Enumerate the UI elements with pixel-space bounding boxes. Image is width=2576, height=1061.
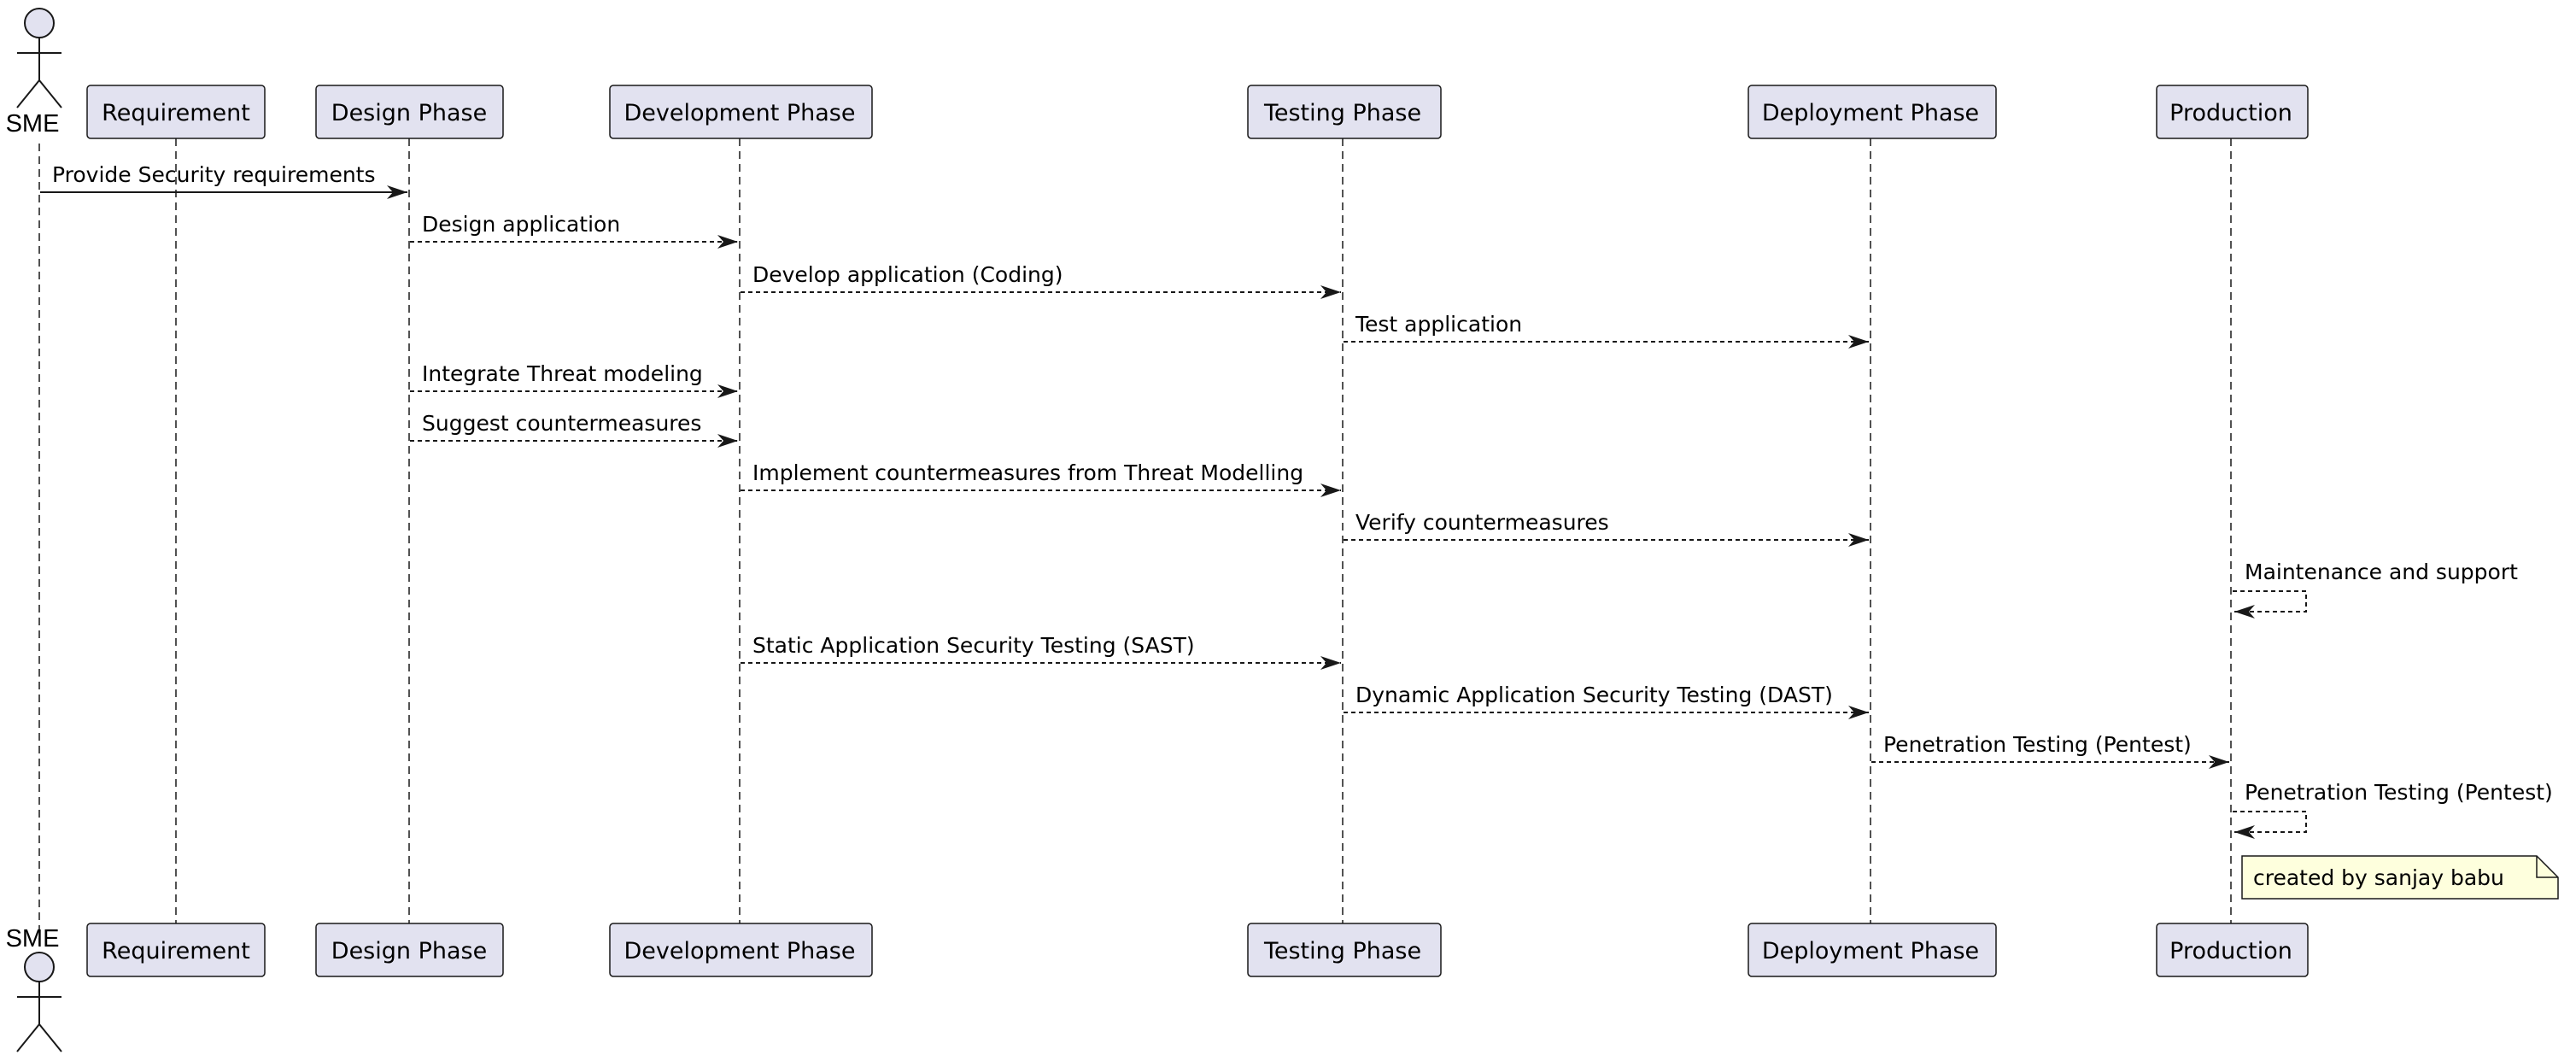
participant-label: Requirement — [102, 938, 250, 964]
participant-label: Design Phase — [331, 100, 487, 126]
participant-deployment-top[interactable]: Deployment Phase — [1748, 85, 1997, 139]
participants-bottom: Requirement Design Phase Development Phase… — [86, 923, 2309, 977]
message-11: Dynamic Application Security Testing (DA… — [1344, 683, 1869, 719]
participant-development-bottom[interactable]: Development Phase — [609, 923, 873, 977]
participant-box — [1748, 85, 1997, 139]
participant-production-top[interactable]: Production — [2156, 85, 2309, 139]
participant-box — [315, 923, 504, 977]
message-5: Integrate Threat modeling — [410, 361, 738, 398]
message-label: Maintenance and support — [2245, 560, 2518, 584]
participant-testing-bottom[interactable]: Testing Phase — [1247, 923, 1442, 977]
participant-development-top[interactable]: Development Phase — [609, 85, 873, 139]
message-label: Suggest countermeasures — [422, 411, 701, 436]
message-6: Suggest countermeasures — [410, 411, 738, 448]
participant-label: Production — [2169, 938, 2292, 964]
participant-label: Design Phase — [331, 938, 487, 964]
participant-label: Deployment Phase — [1762, 938, 1979, 964]
message-7: Implement countermeasures from Threat Mo… — [741, 460, 1341, 497]
participant-box — [2156, 85, 2309, 139]
message-label: Verify countermeasures — [1355, 510, 1609, 535]
participant-box — [609, 85, 873, 139]
message-label: Test application — [1355, 312, 1522, 337]
actor-icon — [16, 8, 62, 108]
participant-deployment-bottom[interactable]: Deployment Phase — [1748, 923, 1997, 977]
participant-label: Testing Phase — [1263, 938, 1421, 964]
message-label: Integrate Threat modeling — [422, 361, 703, 386]
participant-label: Development Phase — [624, 938, 856, 964]
participant-label: Requirement — [102, 100, 250, 126]
message-1: Provide Security requirements — [40, 162, 407, 199]
note: created by sanjay babu — [2241, 855, 2559, 900]
message-label: Dynamic Application Security Testing (DA… — [1355, 683, 1833, 707]
message-label: Penetration Testing (Pentest) — [2245, 780, 2553, 805]
message-label: Design application — [422, 212, 620, 237]
actor-sme-top[interactable]: SME — [6, 8, 62, 138]
actor-icon — [16, 952, 62, 1052]
message-9: Maintenance and support — [2233, 560, 2518, 618]
participant-box — [315, 85, 504, 139]
actor-sme-bottom[interactable]: SME — [6, 925, 62, 1052]
participant-box — [86, 923, 266, 977]
message-4: Test application — [1344, 312, 1869, 349]
participant-box — [2156, 923, 2309, 977]
actor-label: SME — [6, 110, 60, 138]
message-label: Implement countermeasures from Threat Mo… — [752, 460, 1303, 485]
message-12: Penetration Testing (Pentest) — [1871, 732, 2229, 769]
self-message-arrow — [2233, 811, 2307, 839]
participant-box — [1247, 923, 1442, 977]
self-message-arrow — [2233, 590, 2307, 618]
participants-top: Requirement Design Phase Development Phase… — [86, 85, 2309, 139]
participant-box — [86, 85, 266, 139]
message-3: Develop application (Coding) — [741, 262, 1341, 299]
message-label: Develop application (Coding) — [752, 262, 1063, 287]
message-10: Static Application Security Testing (SAS… — [741, 633, 1341, 670]
participant-box — [1748, 923, 1997, 977]
participant-production-bottom[interactable]: Production — [2156, 923, 2309, 977]
actor-label: SME — [6, 925, 60, 953]
participant-requirement-bottom[interactable]: Requirement — [86, 923, 266, 977]
message-label: Static Application Security Testing (SAS… — [752, 633, 1195, 658]
message-8: Verify countermeasures — [1344, 510, 1869, 547]
note-text: created by sanjay babu — [2253, 865, 2504, 890]
participant-label: Testing Phase — [1263, 100, 1421, 126]
message-13: Penetration Testing (Pentest) — [2233, 780, 2553, 839]
participant-requirement-top[interactable]: Requirement — [86, 85, 266, 139]
participant-box — [1247, 85, 1442, 139]
message-2: Design application — [410, 212, 738, 249]
participant-testing-top[interactable]: Testing Phase — [1247, 85, 1442, 139]
lifelines — [38, 138, 2232, 947]
participant-box — [609, 923, 873, 977]
participant-label: Production — [2169, 100, 2292, 126]
participant-label: Development Phase — [624, 100, 856, 126]
participant-design-bottom[interactable]: Design Phase — [315, 923, 504, 977]
message-label: Penetration Testing (Pentest) — [1883, 732, 2192, 757]
participant-design-top[interactable]: Design Phase — [315, 85, 504, 139]
participant-label: Deployment Phase — [1762, 100, 1979, 126]
message-label: Provide Security requirements — [52, 162, 376, 187]
